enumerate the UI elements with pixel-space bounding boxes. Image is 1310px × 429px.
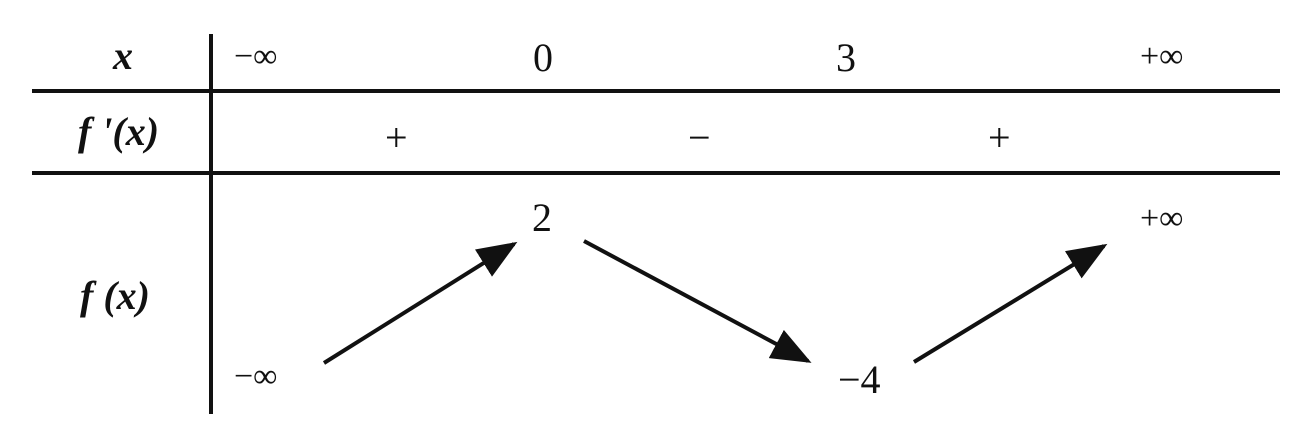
f-value-min: −4 — [838, 357, 881, 402]
arrow-decreasing — [583, 239, 812, 363]
x-value-three: 3 — [836, 35, 856, 80]
derivative-sign-3: + — [988, 115, 1011, 160]
arrow-increasing-2 — [912, 243, 1108, 364]
x-value-neg-infinity: −∞ — [234, 38, 278, 75]
derivative-sign-1: + — [385, 115, 408, 160]
row-label-derivative: f '(x) — [78, 109, 160, 154]
f-value-neg-infinity: −∞ — [234, 358, 278, 395]
row-label-function: f (x) — [80, 273, 150, 318]
row-label-x: x — [113, 33, 133, 78]
x-value-pos-infinity: +∞ — [1140, 38, 1184, 75]
derivative-sign-2: − — [688, 115, 711, 160]
arrow-increasing-1 — [322, 241, 518, 365]
derivative-divider — [32, 171, 1280, 175]
header-divider — [32, 89, 1280, 93]
x-value-zero: 0 — [533, 35, 553, 80]
f-value-max: 2 — [532, 195, 552, 240]
label-column-divider — [209, 34, 213, 414]
f-value-pos-infinity: +∞ — [1140, 200, 1184, 237]
